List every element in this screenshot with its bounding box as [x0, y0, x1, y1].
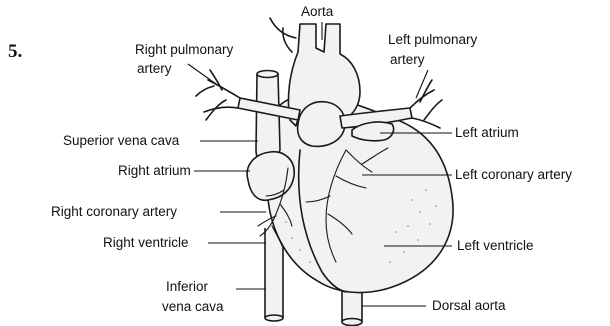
label-left-coronary-artery: Left coronary artery — [455, 167, 572, 183]
label-dorsal-aorta: Dorsal aorta — [432, 298, 506, 314]
label-aorta: Aorta — [301, 4, 333, 20]
label-left-pulmonary-artery-line2: artery — [390, 52, 425, 68]
label-inferior-vena-cava-line2: vena cava — [162, 299, 224, 315]
label-left-pulmonary-artery-line1: Left pulmonary — [388, 32, 477, 48]
question-number: 5. — [8, 42, 22, 62]
label-superior-vena-cava: Superior vena cava — [63, 133, 179, 149]
label-right-coronary-artery: Right coronary artery — [51, 204, 177, 220]
label-inferior-vena-cava-line1: Inferior — [166, 279, 208, 295]
label-right-ventricle: Right ventricle — [103, 235, 189, 251]
pulmonary-trunk-shape — [298, 102, 345, 147]
label-left-atrium: Left atrium — [455, 125, 519, 141]
label-left-ventricle: Left ventricle — [457, 238, 534, 254]
label-right-pulmonary-artery-line2: artery — [137, 61, 172, 77]
label-right-pulmonary-artery-line1: Right pulmonary — [135, 42, 233, 58]
right-pulmonary-artery-shape — [196, 70, 300, 120]
label-right-atrium: Right atrium — [118, 163, 191, 179]
